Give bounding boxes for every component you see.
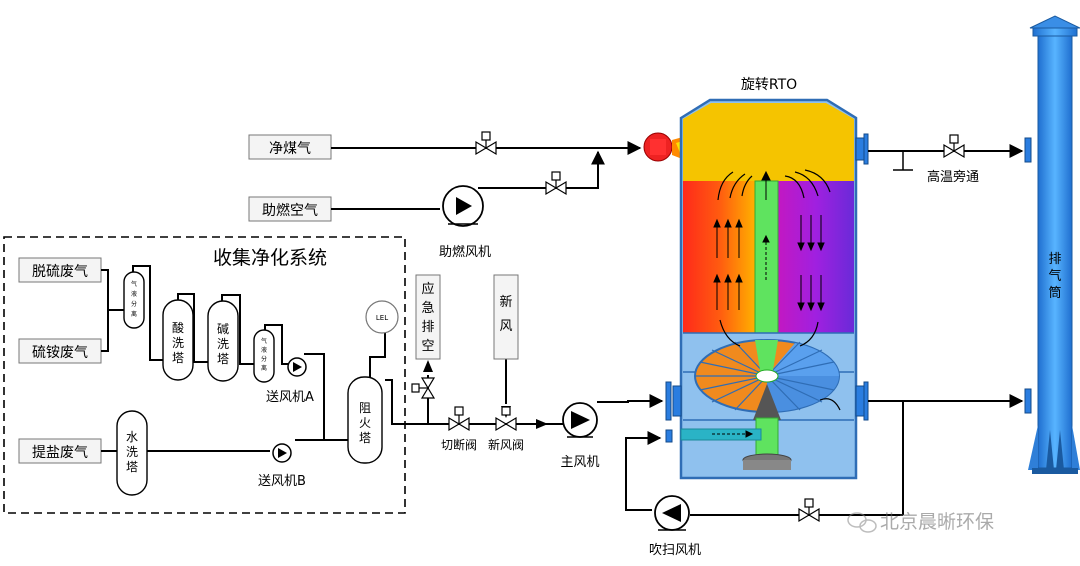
water-wash-c1: 水 [126,430,138,444]
gas-liquid-sep2-c2: 液 [261,346,267,354]
rotary-wheel [694,339,840,470]
emergency-valve-icon [411,377,436,399]
gas-valve-icon [475,131,497,156]
alkali-wash-c3: 塔 [217,352,229,366]
fan-b-label: 送风机B [258,474,306,489]
input-air-box: 助燃空气 [248,196,332,222]
rto-title: 旋转RTO [741,77,797,93]
input-salt-label: 提盐废气 [32,445,88,461]
emergency-c2: 急 [421,301,434,316]
purge-fan-label: 吹扫风机 [649,543,701,558]
flame-arrester-c2: 火 [359,416,371,430]
gas-liquid-sep2-c4: 离 [261,364,267,372]
stack-c2: 气 [1048,268,1061,284]
alkali-wash-tower: 碱 洗 塔 [207,300,239,382]
fan-a-icon [287,357,307,377]
input-gas-label: 净煤气 [269,141,311,157]
main-fan-label: 主风机 [560,455,599,470]
water-wash-tower: 水 洗 塔 [116,410,148,496]
emergency-c3: 排 [421,320,434,335]
collection-system-frame [3,236,406,514]
curved-flow-arrows [717,169,841,411]
acid-wash-tower: 酸 洗 塔 [162,299,194,381]
watermark: 北京晨晰环保 [847,511,994,533]
fan-a-label: 送风机A [266,390,314,405]
emergency-c1: 应 [421,281,434,297]
flame-arrester-c1: 阻 [359,401,371,415]
input-salt-box: 提盐废气 [18,438,102,464]
lel-label: LEL [376,314,388,322]
fan-b-icon [272,443,292,463]
input-gas-box: 净煤气 [248,134,332,160]
acid-wash-c2: 洗 [172,336,184,350]
input-desulf-box: 脱硫废气 [18,257,102,283]
input-ammonium-box: 硫铵废气 [18,338,102,364]
gas-liquid-separator-2: 气 液 分 离 [253,329,275,383]
acid-wash-c3: 塔 [172,351,184,365]
gas-liquid-separator-1: 气 液 分 离 [123,271,145,329]
air-valve-icon [545,171,567,196]
fresh-air-box: 新 风 [493,274,519,360]
combustion-fan-icon [442,185,484,227]
purge-fan-icon [654,495,690,531]
bypass-label: 高温旁通 [927,169,979,185]
fresh-air-valve-icon [495,406,517,432]
acid-wash-c1: 酸 [172,320,184,335]
exhaust-stack: 排 气 筒 [1024,15,1080,474]
stack-c3: 筒 [1048,285,1061,301]
flame-arrester-c3: 塔 [359,431,371,445]
vessel-nozzles [665,133,869,443]
shutoff-valve-icon [448,406,470,432]
input-desulf-label: 脱硫废气 [32,264,88,280]
gas-liquid-sep2-c3: 分 [261,355,267,363]
lel-sensor: LEL [365,300,399,334]
alkali-wash-c1: 碱 [217,322,229,336]
emergency-vent-box: 应 急 排 空 [415,274,441,360]
gas-liquid-sep-c2: 液 [131,290,137,298]
gas-liquid-sep-c1: 气 [131,280,137,288]
water-wash-c3: 塔 [126,460,138,474]
purge-valve-icon [798,498,820,523]
shutoff-valve-label: 切断阀 [441,437,477,452]
gas-liquid-sep2-c1: 气 [261,337,267,345]
input-ammonium-label: 硫铵废气 [32,345,88,361]
watermark-text: 北京晨晰环保 [880,511,994,533]
alkali-wash-c2: 洗 [217,337,229,351]
fresh-air-valve-label: 新风阀 [488,437,524,452]
fresh-air-c2: 风 [499,319,512,334]
stack-c1: 排 [1048,252,1061,267]
main-fan-icon [562,402,598,438]
combustion-fan-label: 助燃风机 [439,244,491,260]
gas-liquid-sep-c3: 分 [131,300,137,308]
fresh-air-c1: 新 [499,294,512,310]
gas-liquid-sep-c4: 离 [131,310,137,318]
emergency-c4: 空 [421,339,434,354]
flow-arrows [712,170,825,438]
input-air-label: 助燃空气 [262,202,318,219]
collection-system-label: 收集净化系统 [213,247,327,269]
bypass-valve-icon [943,134,965,159]
flame-arrester-tower: 阻 火 塔 [347,376,383,464]
water-wash-c2: 洗 [126,445,138,459]
